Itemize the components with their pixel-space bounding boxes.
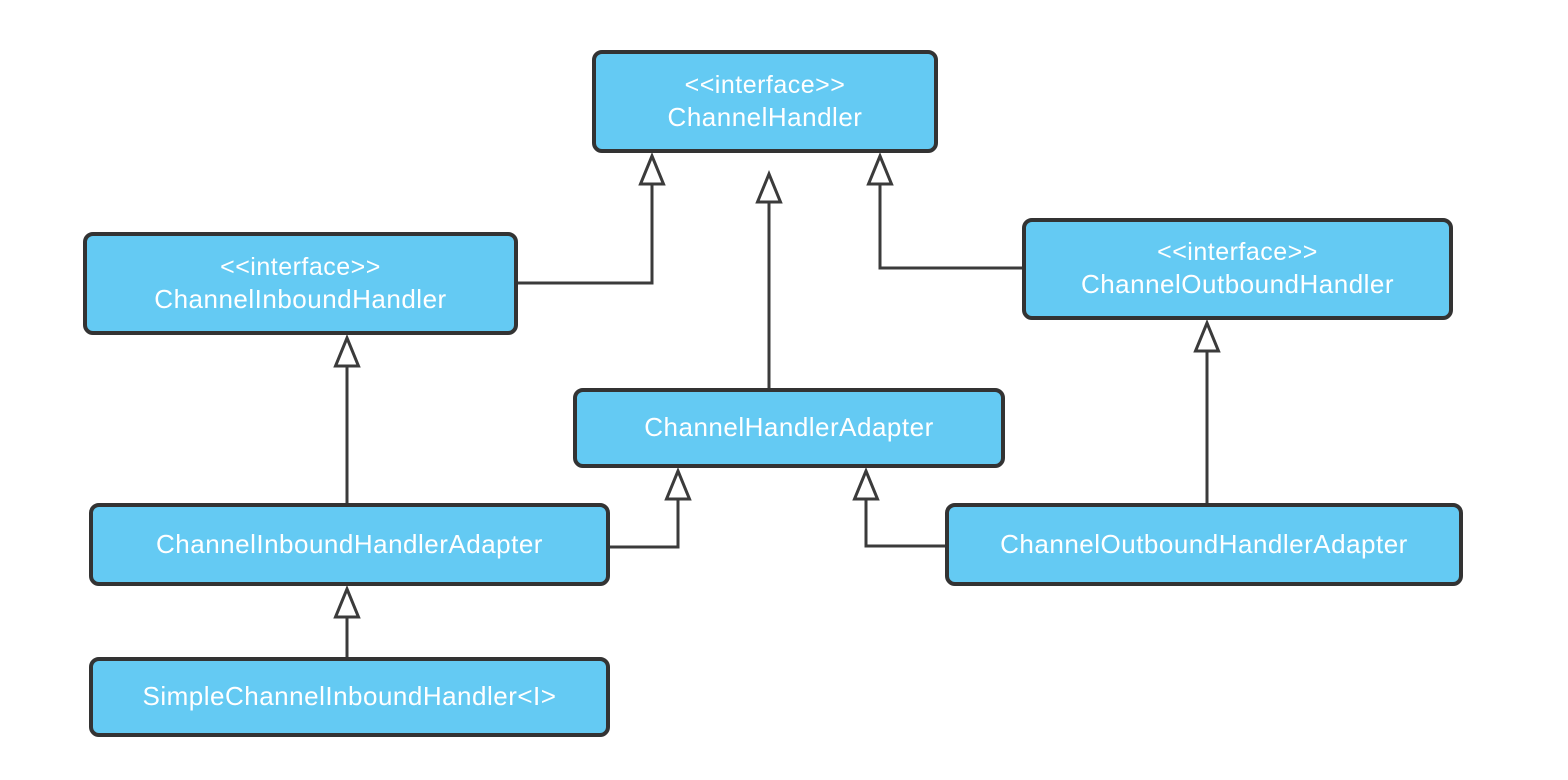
inheritance-edge-channel-outbound-handler-adapter-to-channel-outbound-handler	[1193, 319, 1221, 503]
inheritance-edge-channel-outbound-handler-to-channel-handler	[866, 152, 1022, 270]
edge-line	[610, 499, 680, 549]
hollow-triangle-arrowhead	[333, 334, 361, 368]
class-node-simple-channel-inbound-handler: SimpleChannelInboundHandler<I>	[89, 657, 610, 737]
inheritance-edge-channel-inbound-handler-adapter-to-channel-inbound-handler	[333, 334, 361, 503]
hollow-triangle-arrowhead	[866, 152, 894, 186]
class-node-channel-handler: <<interface>>ChannelHandler	[592, 50, 938, 153]
node-stereotype: <<interface>>	[220, 252, 381, 281]
node-stereotype: <<interface>>	[1157, 238, 1318, 267]
node-label: ChannelOutboundHandlerAdapter	[1000, 528, 1408, 559]
class-node-channel-handler-adapter: ChannelHandlerAdapter	[573, 388, 1005, 468]
edge-line	[518, 184, 654, 285]
class-node-channel-inbound-handler-adapter: ChannelInboundHandlerAdapter	[89, 503, 610, 586]
hollow-triangle-arrowhead	[333, 585, 361, 619]
hollow-triangle-arrowhead	[1193, 319, 1221, 353]
hollow-triangle-arrowhead	[852, 467, 880, 501]
node-label: ChannelInboundHandlerAdapter	[156, 528, 543, 559]
class-node-channel-inbound-handler: <<interface>>ChannelInboundHandler	[83, 232, 518, 335]
inheritance-edge-channel-inbound-handler-adapter-to-channel-handler-adapter	[610, 467, 692, 549]
inheritance-edge-channel-outbound-handler-adapter-to-channel-handler-adapter	[852, 467, 945, 548]
edge-line	[878, 184, 1022, 270]
node-label: ChannelInboundHandler	[154, 283, 447, 314]
hollow-triangle-arrowhead	[755, 170, 783, 204]
hollow-triangle-arrowhead	[638, 152, 666, 186]
node-label: ChannelHandlerAdapter	[644, 412, 934, 443]
inheritance-edge-simple-channel-inbound-handler-to-channel-inbound-handler-adapter	[333, 585, 361, 657]
hollow-triangle-arrowhead	[664, 467, 692, 501]
node-label: ChannelOutboundHandler	[1080, 269, 1395, 300]
inheritance-edge-channel-inbound-handler-to-channel-handler	[518, 152, 666, 285]
inheritance-edge-channel-handler-adapter-to-channel-handler	[755, 170, 783, 388]
class-node-channel-outbound-handler-adapter: ChannelOutboundHandlerAdapter	[945, 503, 1463, 586]
node-label: SimpleChannelInboundHandler<I>	[142, 681, 557, 712]
node-label: ChannelHandler	[667, 101, 863, 132]
node-stereotype: <<interface>>	[684, 70, 846, 99]
edge-line	[864, 499, 945, 548]
class-node-channel-outbound-handler: <<interface>>ChannelOutboundHandler	[1022, 218, 1453, 320]
